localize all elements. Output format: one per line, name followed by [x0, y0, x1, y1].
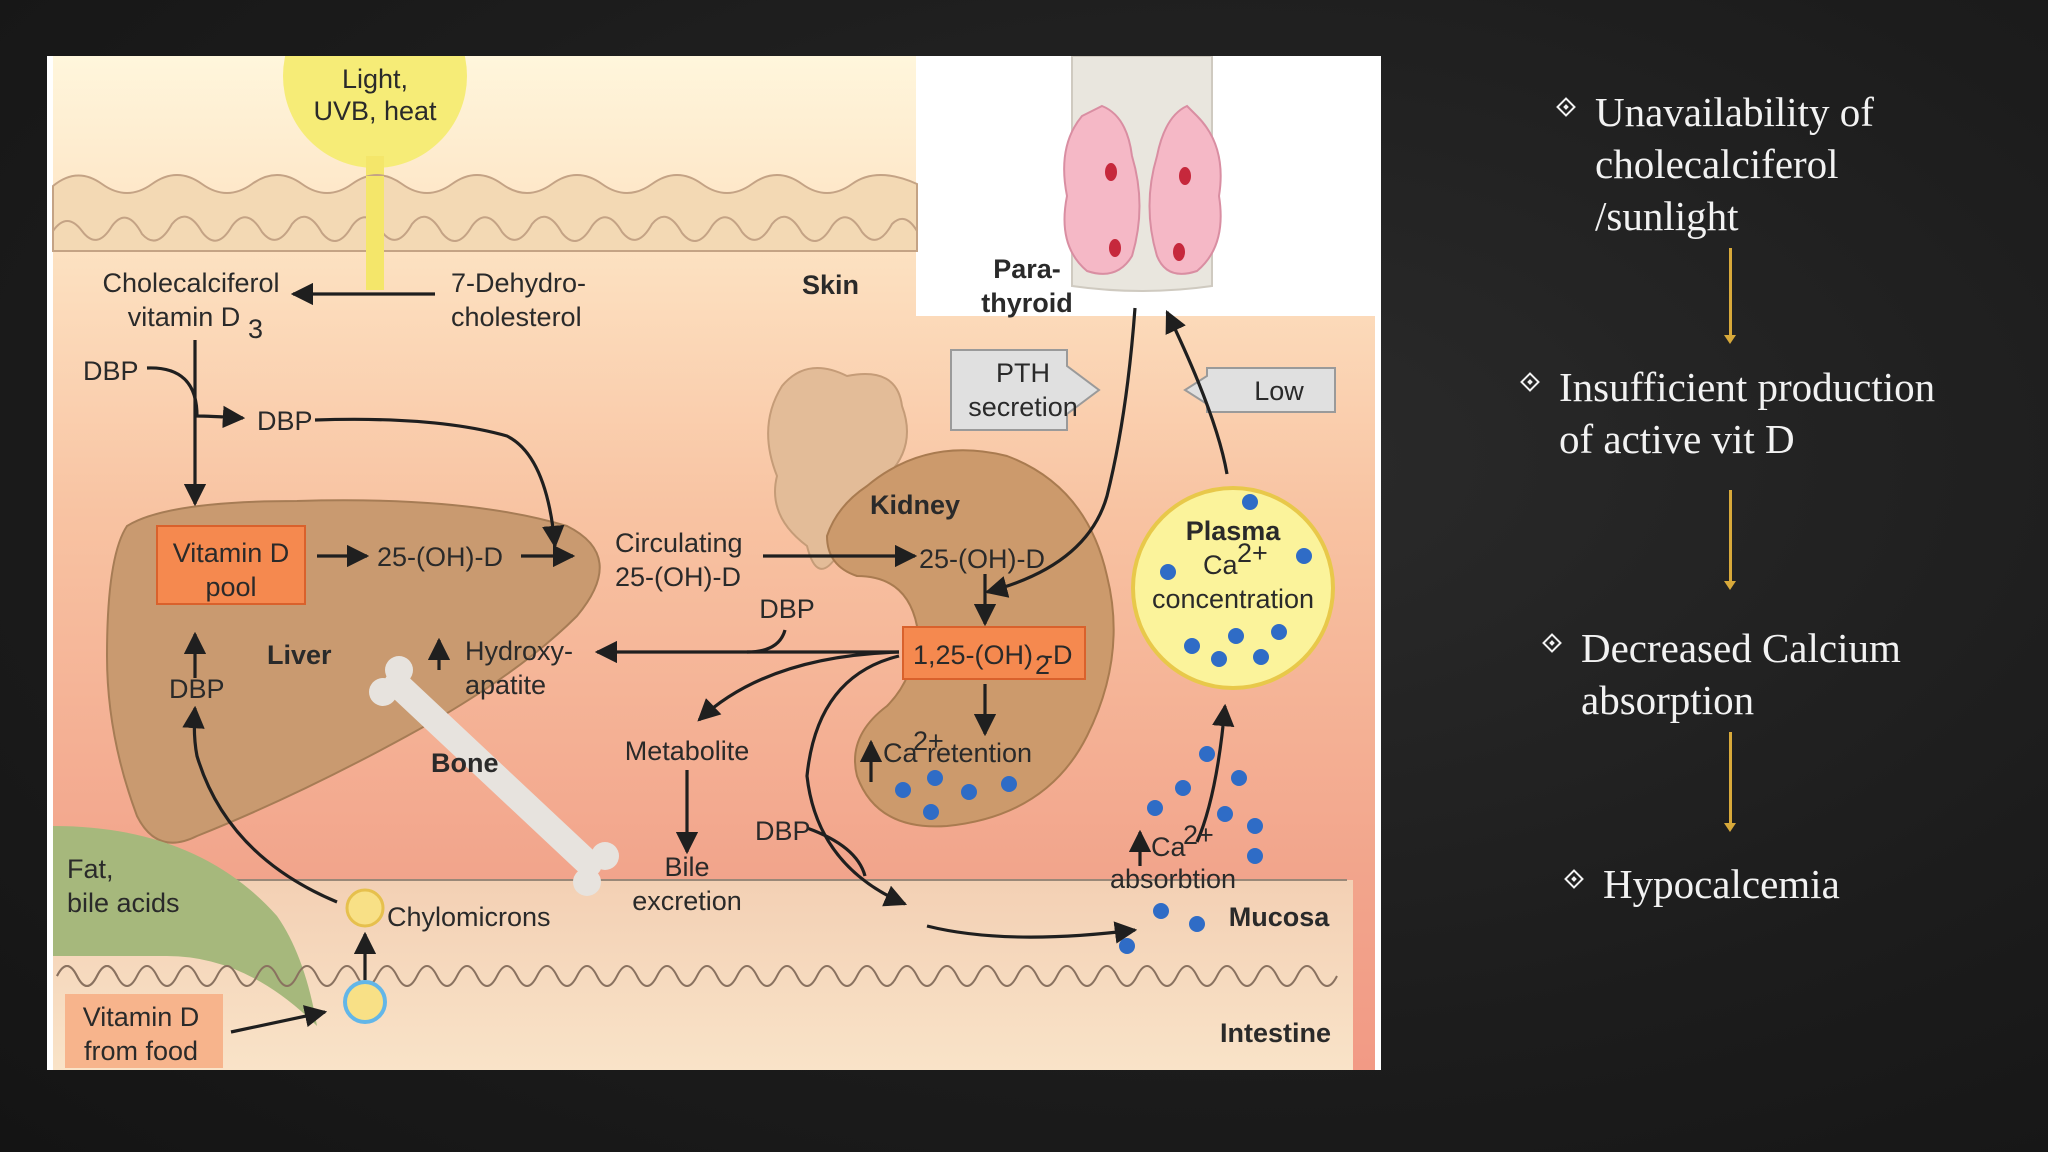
label-vitamin-d3: vitamin D — [128, 302, 241, 332]
label-7-dehydro: 7-Dehydro- — [451, 268, 586, 298]
down-arrow-icon — [1724, 490, 1736, 590]
label-plasma-ca: Ca — [1203, 550, 1238, 580]
label-concentration: concentration — [1152, 584, 1314, 614]
fat-bile-leaf — [53, 826, 317, 1026]
vitamin-d-metabolism-figure: Light, UVB, heat Cholecalciferol vitamin… — [47, 56, 1381, 1070]
diamond-bullet-icon — [1520, 372, 1540, 392]
chylomicron-particle — [345, 888, 385, 928]
label-hydroxy: Hydroxy- — [465, 636, 573, 666]
label-plasma: Plasma — [1186, 516, 1282, 546]
label-dbp-kidney: DBP — [759, 594, 815, 624]
label-liver: Liver — [267, 640, 332, 670]
label-circulating: Circulating — [615, 528, 743, 558]
down-arrow-icon — [1724, 732, 1736, 832]
label-circulating-25ohd: 25-(OH)-D — [615, 562, 741, 592]
label-apatite: apatite — [465, 670, 546, 700]
label-pth-secretion: secretion — [968, 392, 1078, 422]
label-vitamin-d-food-2: from food — [84, 1036, 198, 1066]
label-pth: PTH — [996, 358, 1050, 388]
label-kidney: Kidney — [870, 490, 960, 520]
bullet-item-2: Insufficient production of active vit D — [1520, 361, 1936, 465]
diamond-bullet-icon — [1542, 633, 1562, 653]
label-uvb: UVB, heat — [313, 96, 437, 126]
skin-layer — [52, 174, 918, 252]
label-light: Light, — [342, 64, 408, 94]
label-vitamin-d-pool-2: pool — [205, 572, 256, 602]
label-calcitriol-end: -D — [1044, 640, 1073, 670]
label-intestine: Intestine — [1220, 1018, 1331, 1048]
sun-shape — [283, 56, 467, 168]
label-mucosa: Mucosa — [1229, 902, 1331, 932]
pathway-arrows — [146, 282, 1235, 1034]
diamond-bullet-icon — [1556, 97, 1576, 117]
vitamin-d-pool-box — [156, 525, 306, 605]
label-cholecalciferol: Cholecalciferol — [102, 268, 279, 298]
label-dbp-liver: DBP — [169, 674, 225, 704]
parathyroid-right — [1148, 104, 1222, 275]
label-retention: retention — [927, 738, 1032, 768]
label-bone: Bone — [431, 748, 499, 778]
bullet-item-1: Unavailability of cholecalciferol /sunli… — [1556, 86, 1874, 242]
pth-callout — [950, 349, 1101, 431]
bullet-text-1: Unavailability of cholecalciferol /sunli… — [1595, 89, 1874, 239]
label-low: Low — [1254, 376, 1304, 406]
calcitriol-box — [902, 626, 1086, 680]
label-vitamin-d3-sub: 3 — [248, 314, 263, 344]
label-calcitriol-sub: 2 — [1035, 650, 1050, 680]
label-kidney-25ohd: 25-(OH)-D — [919, 544, 1045, 574]
label-bile: Bile — [664, 852, 709, 882]
label-absorption-ca-sup: 2+ — [1183, 820, 1214, 850]
label-dbp-skin: DBP — [83, 356, 139, 386]
bone-shape — [369, 656, 619, 896]
label-plasma-ca-sup: 2+ — [1237, 538, 1268, 568]
label-para: Para- — [993, 254, 1061, 284]
bullet-text-4: Hypocalcemia — [1603, 861, 1840, 907]
calcium-ions — [895, 494, 1312, 954]
label-dbp-transport: DBP — [257, 406, 313, 436]
chylomicron-food-particle — [343, 980, 387, 1024]
bullet-list: Unavailability of cholecalciferol /sunli… — [1500, 0, 2040, 1152]
label-cholesterol: cholesterol — [451, 302, 582, 332]
label-absorbtion: absorbtion — [1110, 864, 1236, 894]
label-bile-acids: bile acids — [67, 888, 180, 918]
vitamin-d-diagram: Light, UVB, heat Cholecalciferol vitamin… — [52, 56, 1381, 1070]
label-ca-retention-sup: 2+ — [913, 726, 944, 756]
bullet-item-4: Hypocalcemia — [1564, 858, 1840, 910]
bullet-item-3: Decreased Calcium absorption — [1542, 622, 1901, 726]
label-thyroid: thyroid — [981, 288, 1073, 318]
label-vitamin-d-food-1: Vitamin D — [83, 1002, 200, 1032]
bullet-text-2: Insufficient production of active vit D — [1559, 364, 1936, 462]
label-calcitriol: 1,25-(OH) — [913, 640, 1033, 670]
parathyroid-left — [1063, 104, 1141, 275]
label-vitamin-d-pool-1: Vitamin D — [173, 538, 290, 568]
label-dbp-intestine: DBP — [755, 816, 811, 846]
label-metabolite: Metabolite — [625, 736, 750, 766]
label-skin: Skin — [802, 270, 859, 300]
bullet-text-3: Decreased Calcium absorption — [1581, 625, 1901, 723]
label-fat: Fat, — [67, 854, 114, 884]
diamond-bullet-icon — [1564, 869, 1584, 889]
label-chylomicrons: Chylomicrons — [387, 902, 551, 932]
intestine-villi — [56, 965, 1338, 987]
label-liver-25ohd: 25-(OH)-D — [377, 542, 503, 572]
label-bile-excretion: excretion — [632, 886, 742, 916]
label-absorption-ca: Ca — [1151, 832, 1186, 862]
vitamin-d-food-box — [65, 994, 223, 1068]
down-arrow-icon — [1724, 248, 1736, 344]
label-ca-retention-ion: Ca — [883, 738, 918, 768]
